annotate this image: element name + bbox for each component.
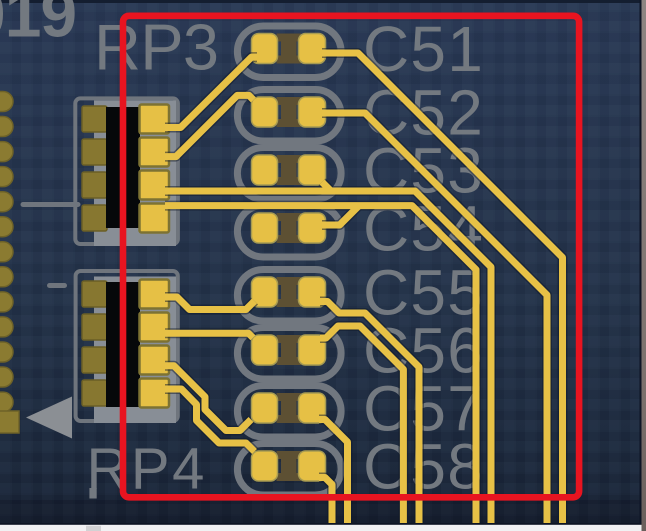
svg-text:RP4: RP4: [87, 437, 207, 502]
svg-text:C55: C55: [363, 257, 484, 329]
svg-text:RP3: RP3: [94, 11, 218, 84]
svg-text:019: 019: [0, 0, 76, 51]
